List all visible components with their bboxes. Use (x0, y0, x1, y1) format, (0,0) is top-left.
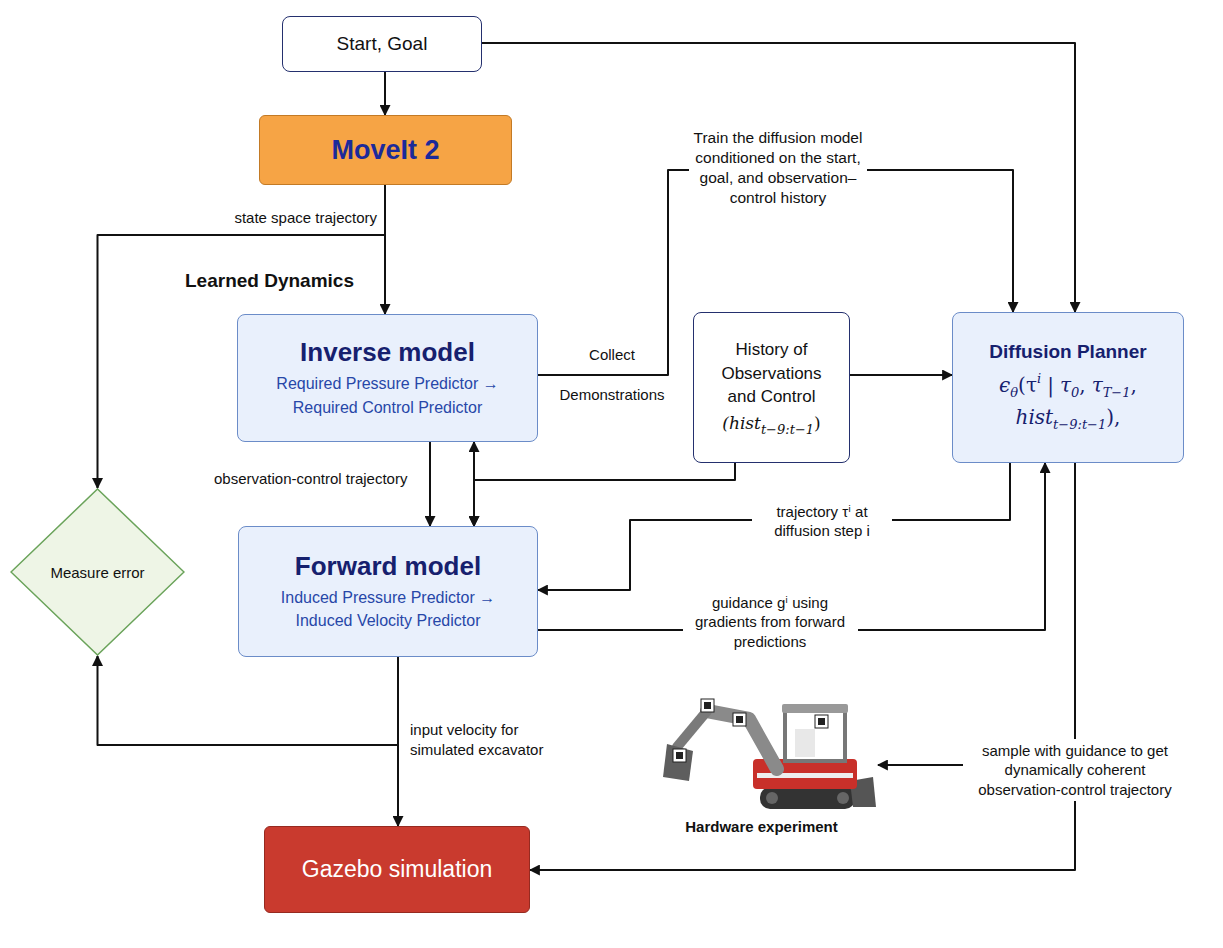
model-box: Inverse modelRequired Pressure Predictor… (237, 314, 538, 442)
hardware-figure: Hardware experiment (645, 680, 878, 835)
formula-part: θ (1010, 385, 1018, 400)
formula-part: 0 (1071, 385, 1079, 400)
formula-part: | (1047, 373, 1054, 397)
edge-label: trajectory τⁱ at diffusion step i (752, 500, 892, 543)
edge-label: guidance gⁱ using gradients from forward… (683, 591, 858, 654)
figure-part (733, 713, 746, 726)
edge-label: sample with guidance to get dynamically … (963, 739, 1188, 802)
node-title: Gazebo simulation (302, 856, 493, 883)
node-title: Measure error (50, 564, 144, 581)
figure-part (837, 792, 849, 804)
figure-part (673, 749, 686, 762)
node-title: Diffusion Planner (989, 341, 1146, 363)
figure-part (785, 711, 845, 761)
edge-label: input velocity for simulated excavator (410, 720, 560, 759)
connector-arrow (878, 463, 1075, 765)
figure-part (677, 711, 707, 747)
simulator-box: Gazebo simulation (264, 826, 530, 913)
formula-part: i (1037, 371, 1041, 386)
figure-part (676, 752, 683, 759)
formula-part: , (1079, 373, 1085, 397)
figure-part (766, 792, 778, 804)
formula-part: ϵ (999, 373, 1010, 397)
formula-part: t−9:t−1 (1053, 417, 1106, 432)
node-title: MoveIt 2 (331, 135, 439, 166)
node-title: Hardware experiment (685, 818, 838, 835)
node-title: Inverse model (300, 337, 475, 368)
figure-part (760, 787, 855, 809)
figure-part (701, 699, 714, 712)
decision-diamond: Measure error (10, 488, 185, 656)
annotation-note: Train the diffusion model conditioned on… (689, 126, 867, 211)
group-heading: Learned Dynamics (185, 270, 385, 292)
connector-arrow (98, 656, 399, 745)
figure-part (818, 718, 825, 725)
input-box: Start, Goal (282, 16, 482, 72)
planner-box: MoveIt 2 (259, 115, 512, 185)
edge-label: Collect Demonstrations (553, 335, 671, 415)
connector-arrow (538, 463, 1010, 590)
connector-arrow (429, 442, 431, 526)
figure-part (795, 729, 815, 757)
formula-part: hist (1016, 405, 1054, 429)
figure-part (815, 715, 828, 728)
formula-part: ), (1106, 405, 1120, 429)
figure-part (663, 744, 693, 781)
formula-line: (histt−9:t−1) (722, 413, 820, 437)
connector-arrow (850, 374, 952, 376)
formula-part: t−9:t−1 (761, 422, 814, 437)
figure-part (736, 716, 743, 723)
formula-part: (hist (722, 413, 761, 433)
formula-line: ϵθ(τi|τ0,τT−1,histt−9:t−1), (999, 369, 1137, 435)
node-title: Start, Goal (337, 33, 428, 55)
edge-label: observation-control trajectory (214, 469, 426, 489)
node-title: Forward model (295, 551, 481, 582)
node-body: Induced Pressure Predictor → Induced Vel… (256, 586, 521, 632)
connector-arrow (397, 657, 399, 826)
figure-part (707, 711, 777, 769)
connector-arrow (473, 442, 475, 526)
node-body: Required Pressure Predictor → Required C… (255, 372, 520, 418)
formula-part: τ (1092, 373, 1103, 397)
history-box: History of Observations and Control (hist… (693, 312, 850, 463)
model-box: Forward modelInduced Pressure Predictor … (238, 526, 538, 657)
excavator-illustration (645, 689, 878, 814)
connector-arrow (530, 463, 1075, 870)
connector-arrow (474, 463, 735, 526)
connector-arrow (384, 185, 386, 314)
formula-part: τ (1060, 373, 1071, 397)
formula-part: , (1131, 373, 1137, 397)
formula-part: (τ (1018, 373, 1037, 397)
connector-arrow (384, 72, 386, 115)
planner-box: Diffusion Plannerϵθ(τi|τ0,τT−1,histt−9:t… (952, 312, 1184, 463)
formula-part: T−1 (1103, 385, 1131, 400)
diamond-outline (11, 489, 184, 655)
connector-arrow (98, 185, 386, 488)
edge-label: state space trajectory (205, 208, 377, 228)
figure-part (704, 702, 711, 709)
figure-part (782, 704, 848, 713)
formula-part: ) (814, 413, 821, 433)
node-title: History of Observations and Control (712, 338, 832, 409)
connector-arrow (538, 170, 1013, 375)
connector-arrow (482, 43, 1075, 312)
figure-part (757, 773, 853, 778)
